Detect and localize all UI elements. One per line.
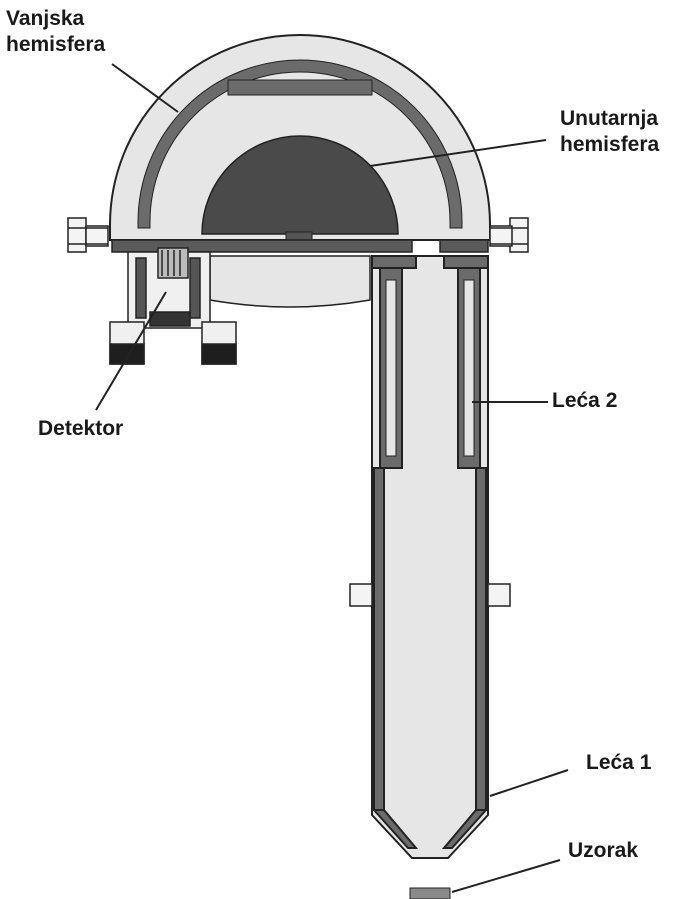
label-lens-2: Leća 2 xyxy=(552,389,618,412)
leader-detector xyxy=(95,291,167,411)
lens-column xyxy=(371,255,489,859)
label-sample: Uzorak xyxy=(568,839,639,862)
base-plate xyxy=(111,239,413,253)
outer-hemisphere-electrode xyxy=(137,59,463,229)
right-clamp xyxy=(489,217,529,253)
leader-lens-1 xyxy=(489,769,569,797)
outer-hemisphere-top-bar xyxy=(227,79,373,96)
label-inner-hemisphere-line1: Unutarnja xyxy=(560,107,659,130)
label-outer-hemisphere-line2: hemisfera xyxy=(6,33,106,56)
column-right-tab xyxy=(487,583,511,607)
leader-lines xyxy=(95,63,569,893)
left-clamp xyxy=(67,217,109,253)
column-left-tab xyxy=(349,583,373,607)
label-detector: Detektor xyxy=(38,417,124,440)
label-lens-1: Leća 1 xyxy=(586,751,652,774)
leader-inner-hemisphere xyxy=(369,139,547,167)
label-inner-hemisphere-line2: hemisfera xyxy=(560,133,660,156)
lower-chamber xyxy=(209,255,371,308)
label-outer-hemisphere-line1: Vanjska xyxy=(6,7,85,30)
label-inner-hemisphere: Unutarnja hemisfera xyxy=(560,106,659,158)
leader-outer-hemisphere xyxy=(111,63,179,113)
sample xyxy=(409,887,451,899)
base-plate-right xyxy=(439,239,489,253)
leader-sample xyxy=(451,859,561,893)
inner-hemisphere xyxy=(201,135,399,235)
label-outer-hemisphere: Vanjska hemisfera xyxy=(6,6,105,58)
